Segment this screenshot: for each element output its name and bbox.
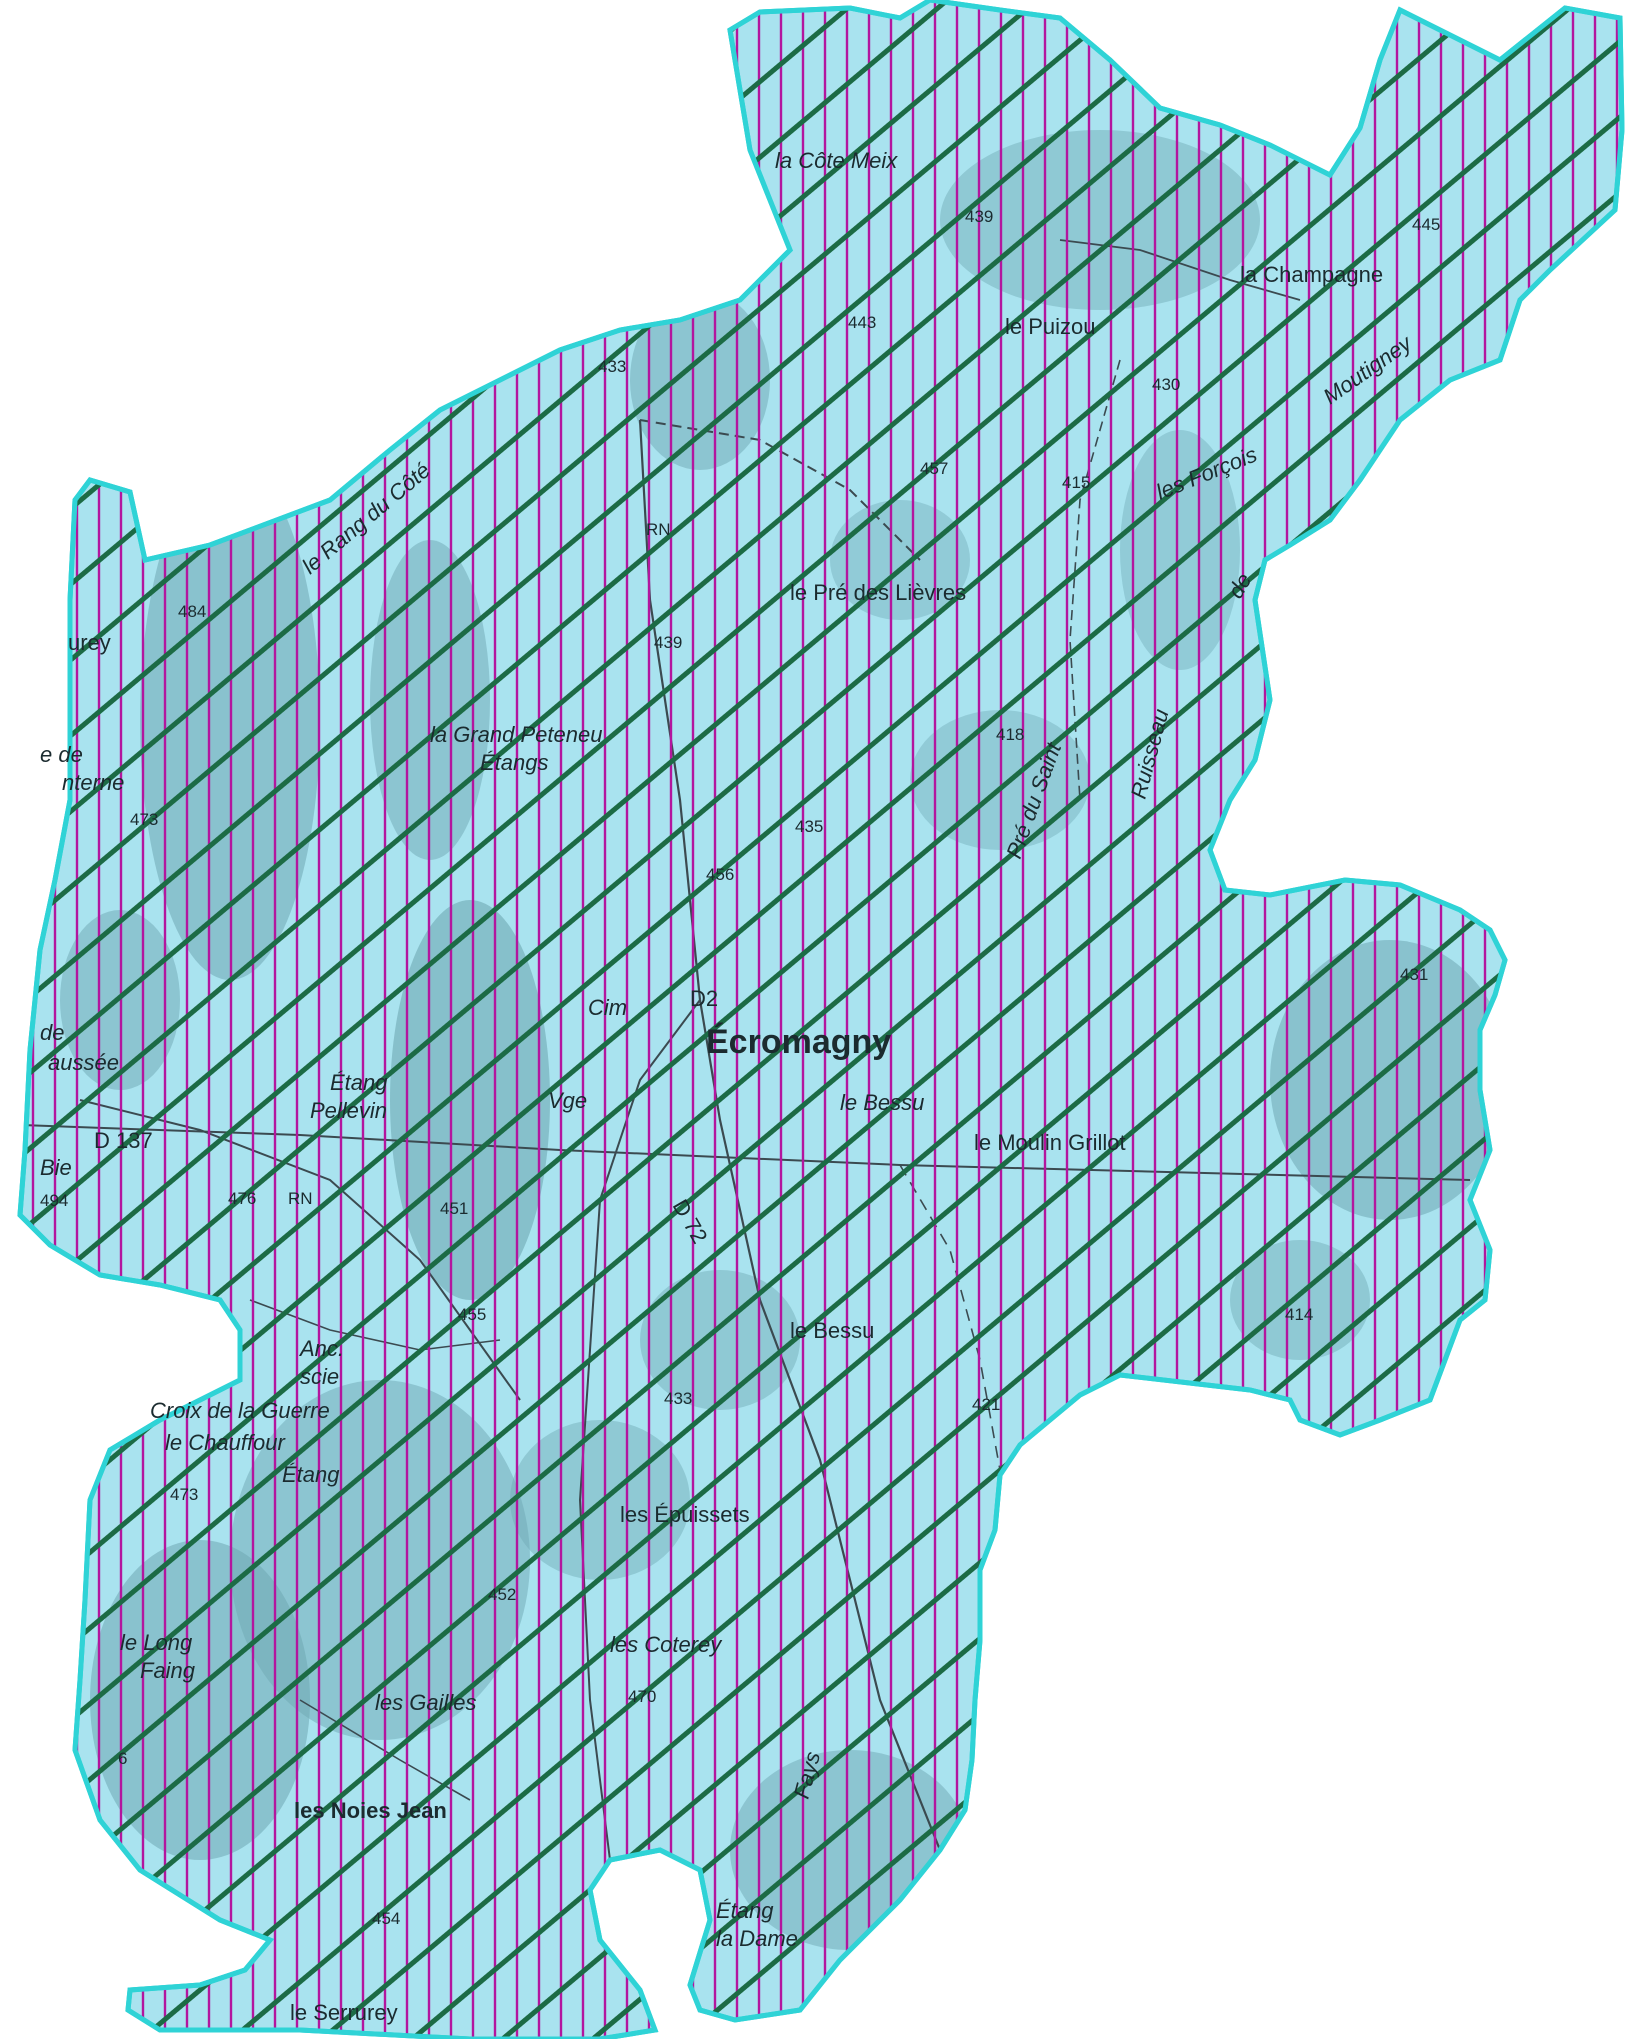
label-pellevin: Pellevin [310,1098,387,1123]
label-elevation: 452 [488,1585,516,1604]
label-nterne: nterne [62,770,124,795]
label-le-moulin-grillot: le Moulin Grillot [974,1130,1126,1155]
label-elevation: 494 [40,1191,68,1210]
label-les-epuissets: les Épuissets [620,1502,750,1527]
label-elevation: 439 [654,633,682,652]
label-elevation: 415 [1062,473,1090,492]
label-aussee: aussée [48,1050,119,1075]
label-croix-de-la-guerre: Croix de la Guerre [150,1398,330,1423]
label-bie: Bie [40,1155,72,1180]
label-etang: Étang [330,1070,388,1095]
label-vge: Vge [548,1088,587,1113]
label-elevation: 470 [628,1687,656,1706]
label-elevation: 433 [664,1389,692,1408]
label-urey: urey [68,630,111,655]
label-le-puizou: le Puizou [1005,314,1096,339]
label-etang-la-dame: Étang [716,1898,774,1923]
label-elevation: 431 [1400,965,1428,984]
label-road-d2: D2 [690,986,718,1011]
label-la-grand-peteneu: la Grand Peteneu [430,722,602,747]
label-ancienne-scierie: Anc. [298,1336,344,1361]
label-elevation: 473 [170,1485,198,1504]
label-le-bessu: le Bessu [840,1090,924,1115]
label-road-d137: D 137 [94,1128,153,1153]
label-elevation: 484 [178,602,206,621]
label-e-de: e de [40,742,83,767]
label-elevation: 430 [1152,375,1180,394]
label-ecromagny: Écromagny [706,1023,891,1061]
label-la-dame: la Dame [716,1926,798,1951]
label-le-long: le Long [120,1630,193,1655]
label-le-chauffour: le Chauffour [165,1430,287,1455]
label-elevation: 6 [118,1749,127,1768]
label-elevation: 456 [706,865,734,884]
label-les-coterey: les Coterey [610,1632,723,1657]
label-etang-chauffour: Étang [282,1462,340,1487]
commune-boundary [17,0,1625,2039]
label-elevation: 476 [228,1189,256,1208]
label-etangs: Étangs [480,750,549,775]
label-elevation: 473 [130,810,158,829]
label-le-bessu-south: le Bessu [790,1318,874,1343]
label-elevation: 457 [920,459,948,478]
label-elevation: 418 [996,725,1024,744]
label-road-rn: RN [646,520,671,539]
label-elevation: 435 [795,817,823,836]
label-elevation: 414 [1285,1305,1313,1324]
label-de-left: de [40,1020,64,1045]
label-elevation: 451 [440,1199,468,1218]
label-la-cote-meix: la Côte Meix [775,148,898,173]
label-le-pre-des-lievres: le Pré des Lièvres [790,580,966,605]
label-elevation: 439 [965,207,993,226]
label-elevation: 421 [972,1395,1000,1414]
label-ancienne-scierie-2: scie [300,1364,339,1389]
label-les-noies-jean: les Noies Jean [294,1798,447,1823]
label-le-serrurey: le Serrurey [290,2000,398,2025]
label-elevation: 445 [1412,215,1440,234]
label-cim: Cim [588,995,627,1020]
label-les-gailles: les Gailles [375,1690,476,1715]
label-la-champagne: la Champagne [1240,262,1383,287]
label-road-rn: RN [288,1189,313,1208]
label-elevation: 443 [848,313,876,332]
label-elevation: 455 [458,1305,486,1324]
label-elevation: 454 [372,1909,400,1928]
label-faing: Faing [140,1658,196,1683]
label-elevation: 433 [598,357,626,376]
